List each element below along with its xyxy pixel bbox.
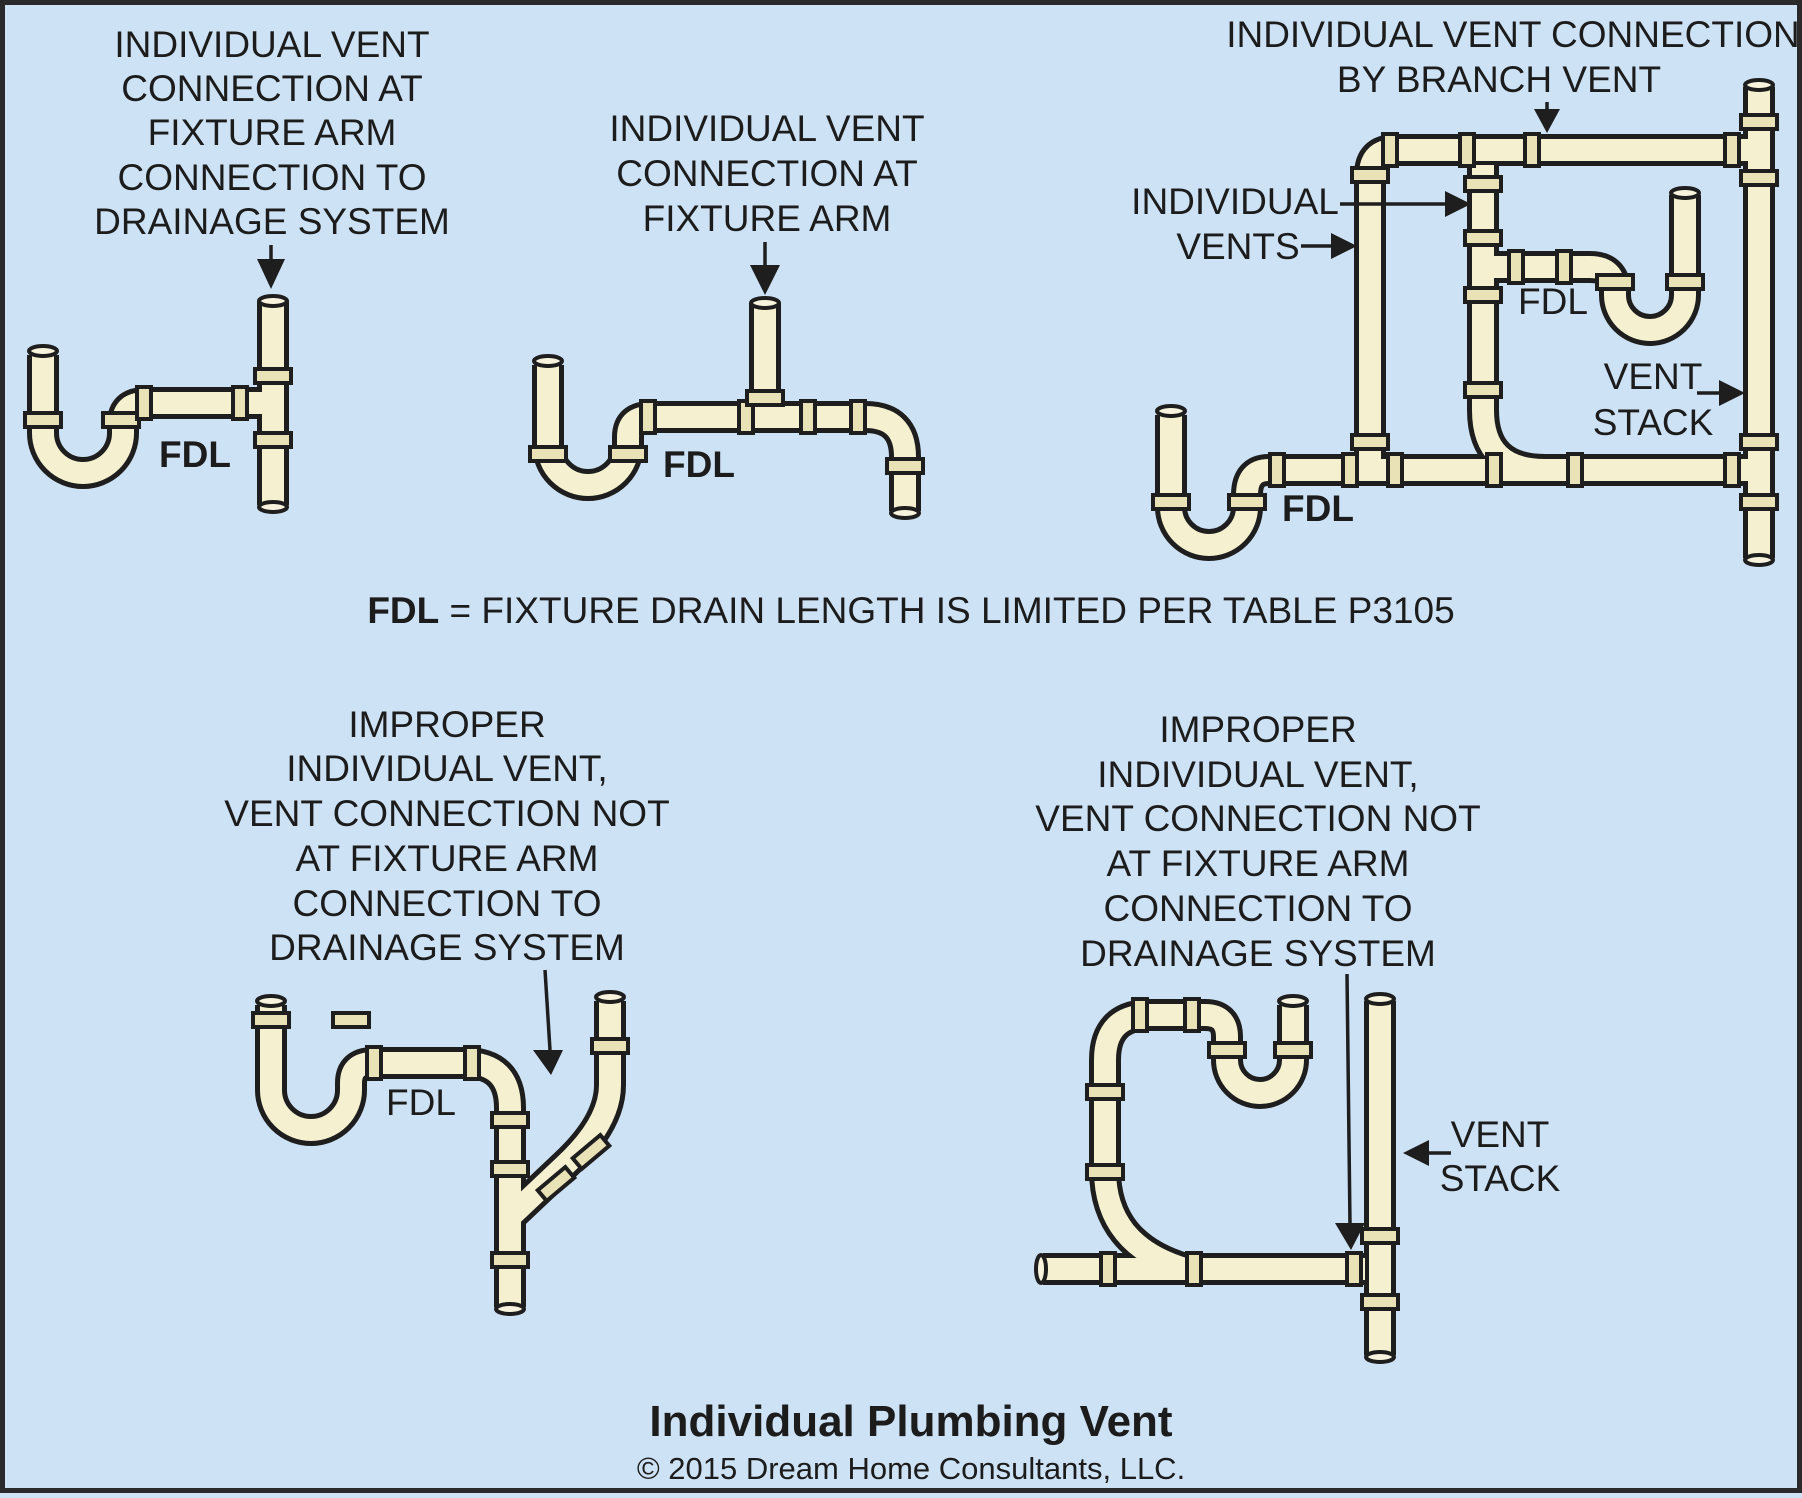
arrow-left-icon [1403,1140,1451,1166]
caption-line: CONNECTION TO [1103,888,1412,929]
caption-line: AT FIXTURE ARM [296,838,599,879]
caption-line: FIXTURE ARM [148,112,397,153]
figure-title: Individual Plumbing Vent [649,1397,1172,1446]
arrow-right-icon [1301,233,1357,259]
caption-line: CONNECTION TO [117,157,426,198]
diagram-improper-wye: IMPROPER INDIVIDUAL VENT, VENT CONNECTIO… [224,704,670,1316]
pipe-assembly [1151,78,1779,567]
caption-line: INDIVIDUAL VENT, [1097,754,1418,795]
caption-line: CONNECTION TO [292,883,601,924]
fdl-label: FDL [1518,281,1588,322]
vent-stack-label-line: STACK [1440,1158,1561,1199]
diagram-improper-stack: IMPROPER INDIVIDUAL VENT, VENT CONNECTIO… [1034,709,1561,1364]
copyright-notice: © 2015 Dream Home Consultants, LLC. [637,1451,1185,1486]
fdl-legend: FDL = FIXTURE DRAIN LENGTH IS LIMITED PE… [367,590,1454,631]
vent-stack-label-line: VENT [1604,356,1703,397]
diagram-vent-at-fixture-arm: INDIVIDUAL VENT CONNECTION AT FIXTURE AR… [528,108,925,520]
caption-line: AT FIXTURE ARM [1107,843,1410,884]
individual-vents-label-line: INDIVIDUAL [1131,181,1339,222]
arrow-down-icon [750,242,780,295]
arrow-right-icon [1697,380,1745,406]
pipe-assembly [23,294,293,514]
caption-line: INDIVIDUAL VENT CONNECTION [1226,14,1800,55]
caption-line: FIXTURE ARM [643,198,892,239]
caption-line: INDIVIDUAL VENT [114,24,429,65]
diagram-vent-by-branch-vent: INDIVIDUAL VENT CONNECTION BY BRANCH VEN… [1131,14,1800,567]
caption-line: DRAINAGE SYSTEM [269,927,625,968]
caption-line: BY BRANCH VENT [1337,59,1661,100]
fdl-label: FDL [1282,488,1354,529]
caption-line: DRAINAGE SYSTEM [1080,933,1436,974]
caption-line: DRAINAGE SYSTEM [94,201,450,242]
caption-line: VENT CONNECTION NOT [224,793,669,834]
caption-line: VENT CONNECTION NOT [1035,798,1480,839]
fdl-label: FDL [159,434,231,475]
individual-vents-label-line: VENTS [1176,226,1299,267]
arrow-down-icon [1534,102,1560,133]
legend-definition: = FIXTURE DRAIN LENGTH IS LIMITED PER TA… [439,590,1454,631]
arrow-down-icon [257,245,285,289]
vent-stack-label-line: VENT [1451,1114,1550,1155]
fdl-label: FDL [386,1082,456,1123]
caption-line: INDIVIDUAL VENT [609,108,924,149]
caption-line: CONNECTION AT [616,153,918,194]
caption-line: IMPROPER [348,704,545,745]
fdl-label: FDL [663,444,735,485]
pipe-assembly [528,296,925,520]
caption-line: INDIVIDUAL VENT, [286,748,607,789]
diagram-vent-at-fixture-arm-to-drainage: INDIVIDUAL VENT CONNECTION AT FIXTURE AR… [23,24,450,514]
legend-term: FDL [367,590,439,631]
plumbing-vent-illustration: INDIVIDUAL VENT CONNECTION AT FIXTURE AR… [23,14,1800,1486]
arrow-right-icon [1340,191,1471,217]
vent-stack-label-line: STACK [1593,402,1714,443]
arrow-down-icon [1335,973,1365,1250]
pipe-assembly [1034,992,1400,1364]
arrow-down-icon [533,969,563,1075]
caption-line: CONNECTION AT [121,68,423,109]
pipe-assembly [251,990,630,1316]
caption-line: IMPROPER [1159,709,1356,750]
